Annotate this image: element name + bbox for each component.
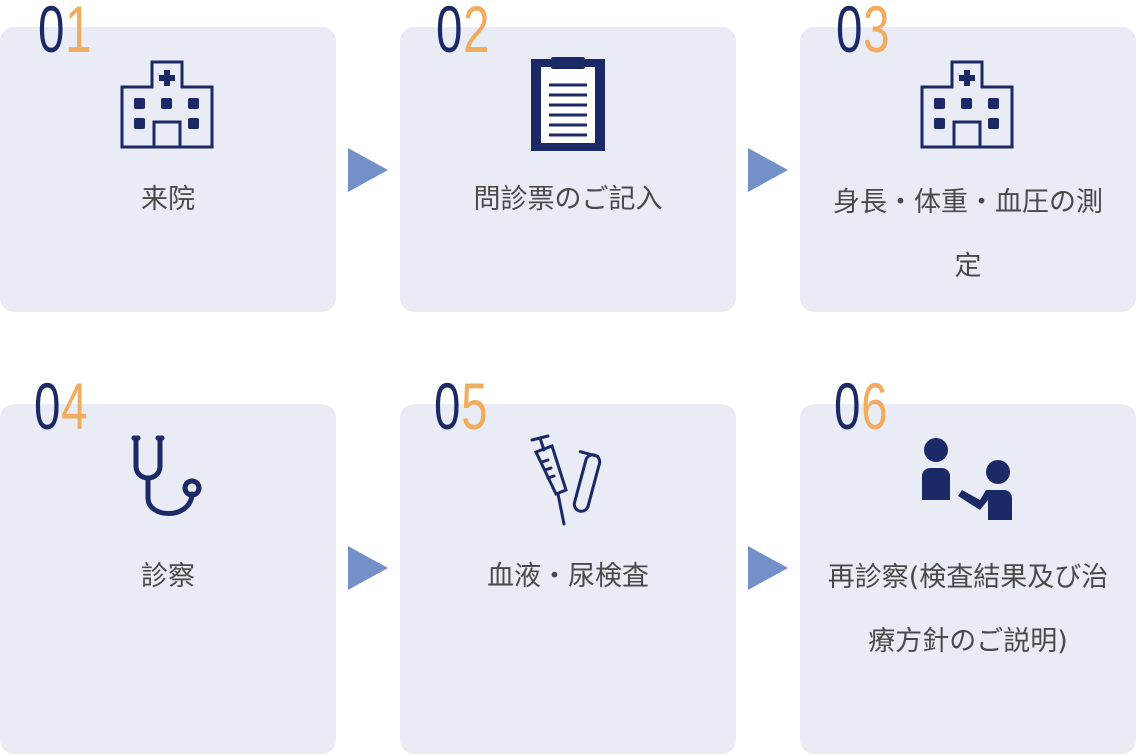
- clipboard-icon: [531, 57, 605, 151]
- step-label: 診察: [141, 561, 195, 592]
- step-label: 来院: [141, 184, 195, 215]
- step-card-2: 問診票のご記入: [400, 27, 736, 312]
- step-card-1: 来院: [0, 27, 336, 312]
- stethoscope-icon: [131, 435, 202, 516]
- step-card-6: 再診察(検査結果及び治療方針のご説明): [800, 404, 1136, 754]
- arrow-icon: [348, 546, 388, 590]
- step-number: 02: [436, 0, 491, 66]
- hospital-icon: [120, 60, 214, 149]
- step-label: 身長・体重・血圧の測定: [833, 187, 1103, 282]
- arrow-icon: [748, 546, 788, 590]
- step-label: 再診察(検査結果及び治療方針のご説明): [827, 562, 1109, 657]
- syringe-test-tube-icon: [530, 434, 602, 526]
- step-number: 04: [34, 369, 89, 443]
- step-card-5: 血液・尿検査: [400, 404, 736, 754]
- step-number: 03: [836, 0, 891, 66]
- arrow-icon: [748, 148, 788, 192]
- step-number: 05: [434, 369, 489, 443]
- step-card-4: 診察: [0, 404, 336, 754]
- hospital-icon: [920, 60, 1014, 149]
- step-number: 01: [38, 0, 93, 66]
- step-card-3: 身長・体重・血圧の測定: [800, 27, 1136, 312]
- step-label: 血液・尿検査: [487, 561, 649, 592]
- step-number: 06: [834, 369, 889, 443]
- step-label: 問診票のご記入: [473, 184, 663, 215]
- arrow-icon: [348, 148, 388, 192]
- doctor-patient-icon: [922, 438, 1012, 520]
